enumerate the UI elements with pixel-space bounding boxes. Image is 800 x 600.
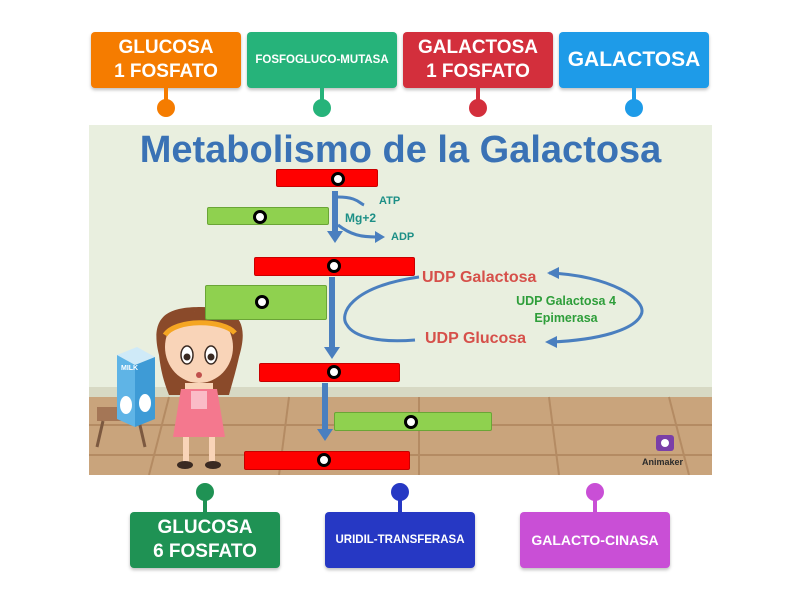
connector-dot: [586, 483, 604, 501]
connector-stem: [320, 88, 324, 104]
connector-dot: [391, 483, 409, 501]
mg-label: Mg+2: [345, 211, 377, 225]
connector-stem: [203, 497, 207, 513]
animaker-logo-icon: [656, 435, 674, 451]
slot-pin: [327, 365, 341, 379]
pathway-arrows: [317, 191, 343, 441]
adp-label: ADP: [391, 231, 415, 243]
slot-pin: [317, 453, 331, 467]
slot-pin: [253, 210, 267, 224]
tile-galacto-cinasa[interactable]: GALACTO-CINASA: [520, 512, 670, 568]
udp-galactosa-label: UDP Galactosa: [422, 269, 537, 286]
watermark-label: Animaker: [642, 457, 684, 467]
tile-glucosa-6-fosfato[interactable]: GLUCOSA 6 FOSFATO: [130, 512, 280, 568]
tile-galactosa-1-fosfato[interactable]: GALACTOSA 1 FOSFATO: [403, 32, 553, 88]
connector-dot: [157, 99, 175, 117]
connector-stem: [398, 497, 402, 513]
connector-stem: [476, 88, 480, 104]
connector-dot: [313, 99, 331, 117]
slot-pin: [331, 172, 345, 186]
slot-pin: [255, 295, 269, 309]
connector-dot: [469, 99, 487, 117]
epimerasa-label: UDP Galactosa 4 Epimerasa: [516, 294, 616, 325]
girl-character: [156, 307, 243, 469]
tile-glucosa-1-fosfato[interactable]: GLUCOSA 1 FOSFATO: [91, 32, 241, 88]
udp-glucosa-label: UDP Glucosa: [425, 330, 527, 347]
connector-stem: [593, 497, 597, 513]
connector-stem: [164, 88, 168, 104]
tile-galactosa[interactable]: GALACTOSA: [559, 32, 709, 88]
milk-label: MILK: [121, 365, 139, 372]
tile-fosfogluco-mutasa[interactable]: FOSFOGLUCO-MUTASA: [247, 32, 397, 88]
tile-uridil-transferasa[interactable]: URIDIL-TRANSFERASA: [325, 512, 475, 568]
connector-dot: [625, 99, 643, 117]
diagram-image: Metabolismo de la Galactosa ATP Mg+2 ADP…: [89, 125, 712, 475]
connector-stem: [632, 88, 636, 104]
diagram-title: Metabolismo de la Galactosa: [139, 129, 662, 171]
drop-slot-2[interactable]: [207, 207, 329, 225]
milk-carton: [95, 347, 155, 448]
slot-pin: [327, 259, 341, 273]
slot-pin: [404, 415, 418, 429]
drop-slot-1[interactable]: [276, 169, 378, 187]
connector-dot: [196, 483, 214, 501]
atp-label: ATP: [379, 195, 401, 207]
